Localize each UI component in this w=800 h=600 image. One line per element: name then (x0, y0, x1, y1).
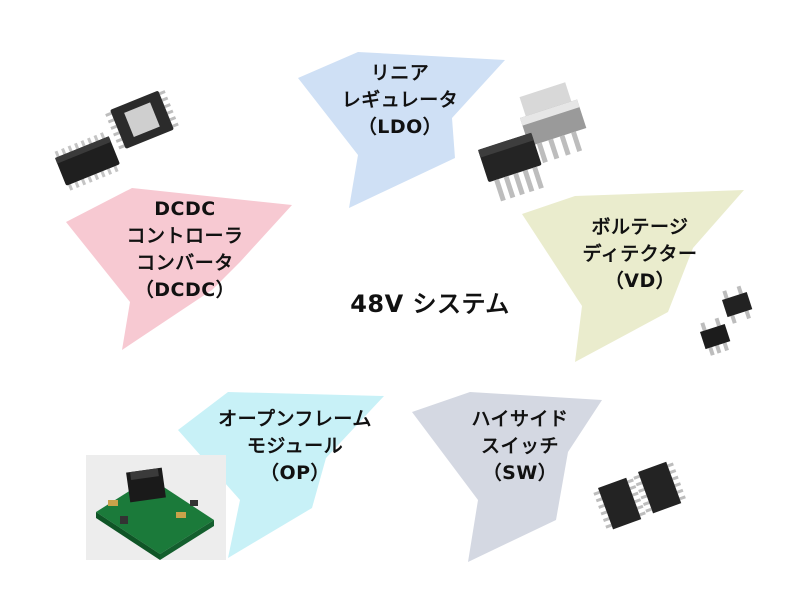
dcdc-label-line: （DCDC） (134, 279, 236, 301)
sw-label-line: スイッチ (480, 435, 559, 457)
sw-chip-image (593, 461, 686, 530)
sw-arrow-shape (412, 392, 602, 562)
vd-label-line: ディテクター (582, 243, 698, 265)
ldo-label-line: レギュレータ (341, 89, 459, 111)
vd-label: ボルテージ ディテクター （VD） (565, 214, 715, 295)
op-label-line: オープンフレーム (218, 408, 372, 430)
vd-arrow-shape (522, 190, 744, 362)
dcdc-arrow-shape (66, 188, 292, 350)
op-label-line: （OP） (259, 462, 331, 484)
dcdc-label-line: コンバータ (136, 252, 234, 274)
ldo-label: リニア レギュレータ （LDO） (330, 60, 470, 141)
dcdc-label-line: コントローラ (126, 225, 244, 247)
ldo-chip-image (478, 82, 587, 202)
op-label: オープンフレーム モジュール （OP） (205, 406, 385, 487)
sw-label-line: ハイサイド (471, 408, 569, 430)
dcdc-chip-image (54, 90, 179, 191)
ldo-label-line: リニア (370, 62, 430, 84)
dcdc-label: DCDC コントローラ コンバータ （DCDC） (110, 196, 260, 304)
center-title: 48V システム (350, 290, 510, 318)
op-label-line: モジュール (246, 435, 344, 457)
ldo-label-line: （LDO） (357, 116, 443, 138)
sw-label-line: （SW） (482, 462, 558, 484)
op-module-image (86, 455, 226, 560)
vd-label-line: （VD） (604, 270, 676, 292)
vd-label-line: ボルテージ (591, 216, 689, 238)
sw-label: ハイサイド スイッチ （SW） (455, 406, 585, 487)
op-arrow-shape (178, 392, 384, 558)
dcdc-label-line: DCDC (154, 198, 216, 220)
vd-chip-image (700, 285, 753, 356)
ldo-arrow-shape (298, 52, 505, 208)
